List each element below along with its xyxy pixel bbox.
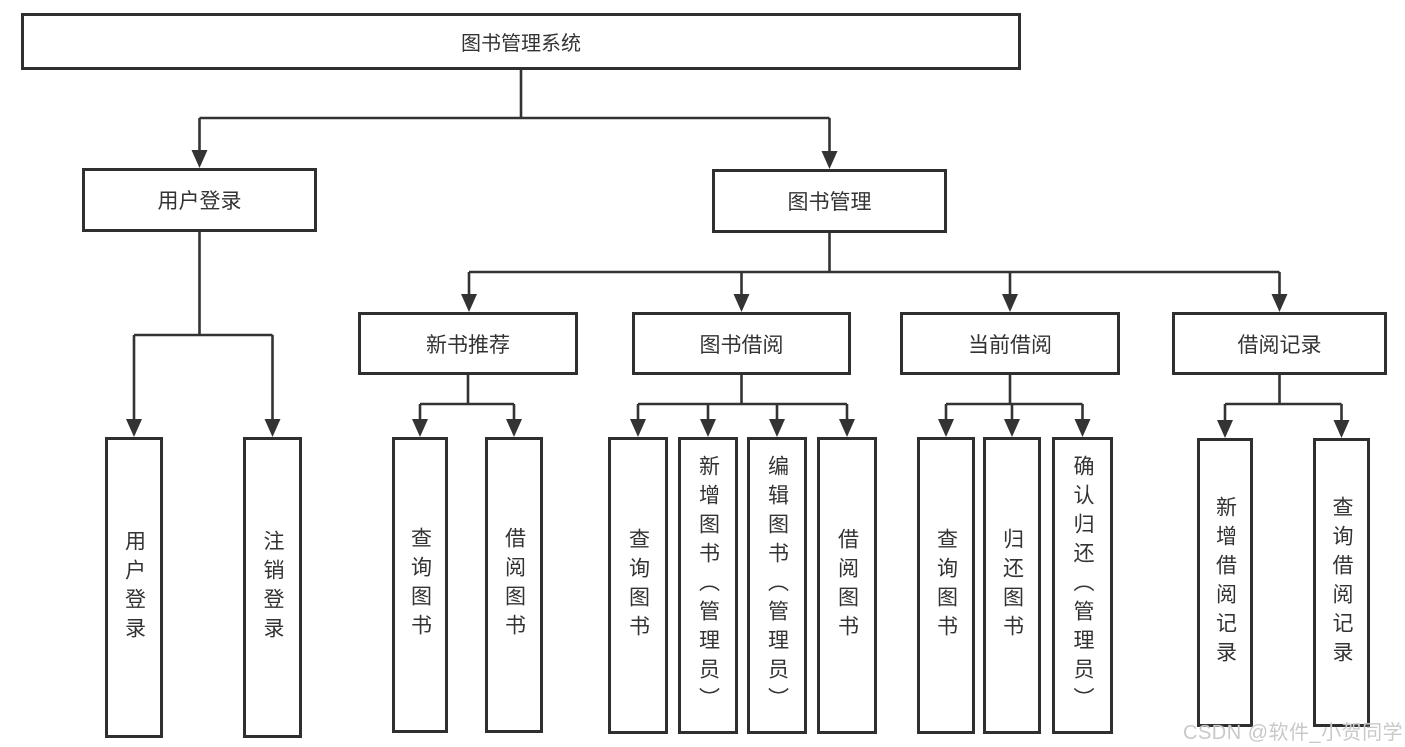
node-label: 当前借阅 xyxy=(968,333,1052,357)
leaf-borrow-books: 借阅图书 xyxy=(817,437,877,734)
leaf-borrow-books-recommend: 借阅图书 xyxy=(485,437,543,733)
node-label: 新书推荐 xyxy=(426,333,510,357)
csdn-watermark: CSDN @软件_小贺同学 xyxy=(1183,722,1404,744)
node-current-borrowing: 当前借阅 xyxy=(900,312,1120,375)
node-book-borrowing: 图书借阅 xyxy=(632,312,851,375)
leaf-label: 编辑图书（管理员） xyxy=(765,455,789,716)
leaf-query-books-current: 查询图书 xyxy=(917,437,975,734)
leaf-label: 查询借阅记录 xyxy=(1330,495,1353,670)
leaf-label: 借阅图书 xyxy=(835,527,859,644)
leaf-label: 查询图书 xyxy=(934,527,958,644)
arrowheads xyxy=(126,150,1350,438)
node-label: 用户登录 xyxy=(157,190,242,213)
node-label: 图书借阅 xyxy=(699,333,784,357)
node-label: 借阅记录 xyxy=(1237,333,1322,357)
leaf-query-books-borrow: 查询图书 xyxy=(608,437,668,734)
leaf-label: 归还图书 xyxy=(1000,527,1024,644)
leaf-confirm-return-admin: 确认归还（管理员） xyxy=(1052,437,1113,734)
leaf-user-login: 用户登录 xyxy=(105,437,163,738)
leaf-edit-books-admin: 编辑图书（管理员） xyxy=(747,437,807,734)
leaf-label: 新增图书（管理员） xyxy=(696,455,720,716)
leaf-label: 用户登录 xyxy=(122,529,146,646)
leaf-label: 借阅图书 xyxy=(502,527,526,643)
node-user-login: 用户登录 xyxy=(82,168,317,232)
leaf-query-books-recommend: 查询图书 xyxy=(392,437,448,733)
node-library-management-system: 图书管理系统 xyxy=(21,13,1021,70)
leaf-label: 确认归还（管理员） xyxy=(1071,455,1094,716)
node-new-book-recommendation: 新书推荐 xyxy=(358,312,578,375)
leaf-label: 注销登录 xyxy=(261,529,284,646)
node-borrowing-records: 借阅记录 xyxy=(1172,312,1387,375)
leaf-label: 查询图书 xyxy=(626,527,650,644)
node-label: 图书管理系统 xyxy=(461,33,581,55)
node-label: 图书管理 xyxy=(787,191,872,214)
leaf-return-books: 归还图书 xyxy=(983,437,1041,734)
leaf-label: 新增借阅记录 xyxy=(1213,495,1237,670)
node-book-management: 图书管理 xyxy=(712,169,947,233)
leaf-label: 查询图书 xyxy=(408,527,432,643)
leaf-query-borrow-record: 查询借阅记录 xyxy=(1313,438,1370,727)
leaf-logout: 注销登录 xyxy=(243,437,302,738)
leaf-add-borrow-record: 新增借阅记录 xyxy=(1197,438,1253,727)
leaf-add-books-admin: 新增图书（管理员） xyxy=(678,437,738,734)
